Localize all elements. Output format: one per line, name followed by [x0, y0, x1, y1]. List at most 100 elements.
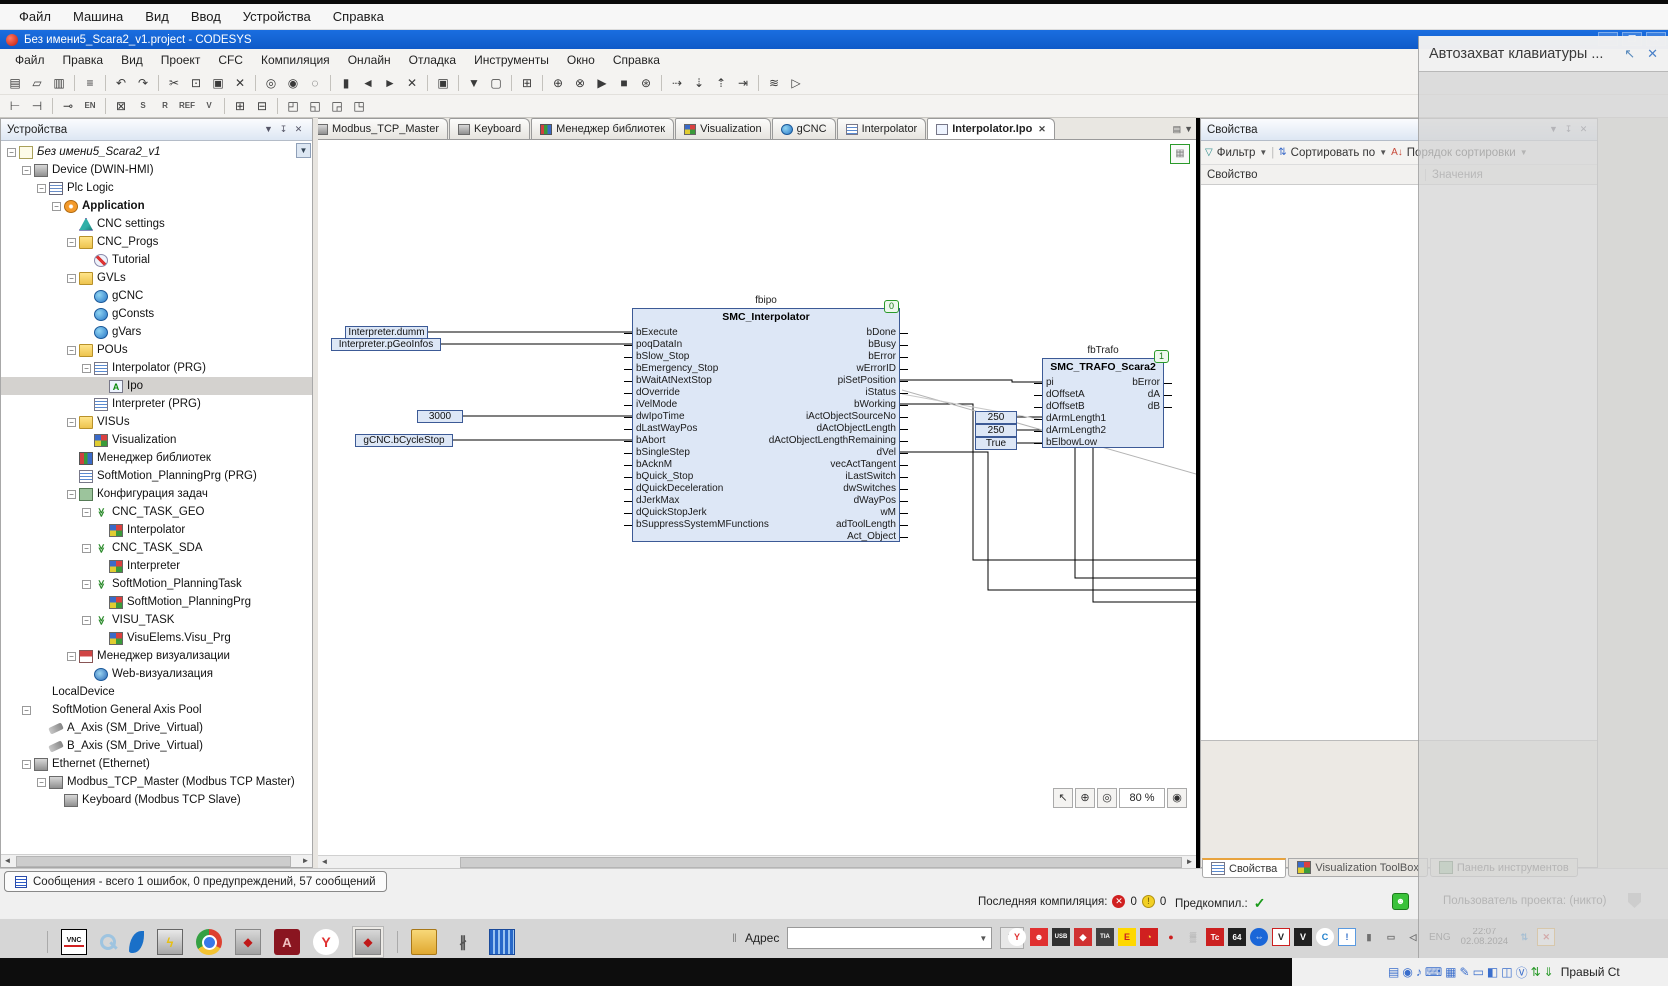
source-box-3000[interactable]: 3000 [417, 410, 463, 423]
vm-menu-1[interactable]: Машина [72, 9, 124, 24]
replace-icon[interactable]: ◉ [287, 75, 299, 90]
tree-item-interpolator[interactable]: Interpolator [1, 521, 312, 539]
chrome-icon[interactable] [196, 929, 222, 955]
vm-menu-3[interactable]: Ввод [190, 9, 221, 24]
zoom-fit-icon[interactable]: ◉ [1167, 788, 1187, 808]
tree-item-visus[interactable]: −VISUs [1, 413, 312, 431]
copy-icon[interactable]: ⊡ [190, 75, 202, 90]
e-tray-icon[interactable]: E [1118, 928, 1136, 946]
start-icon[interactable] [8, 929, 34, 955]
vm-menu-2[interactable]: Вид [145, 9, 169, 24]
devices-dropdown-icon[interactable]: ▼ [264, 123, 273, 134]
dot-tray-icon[interactable]: ● [1168, 932, 1174, 942]
tia-tray-icon[interactable]: TIA [1096, 928, 1114, 946]
tree-item-plc-logic[interactable]: −Plc Logic [1, 179, 312, 197]
tree-item--[interactable]: −Конфигурация задач [1, 485, 312, 503]
scroll-thumb[interactable] [460, 857, 1182, 868]
step-into-icon[interactable]: ⇣ [693, 75, 705, 90]
app-menu-10[interactable]: Справка [612, 53, 660, 67]
expander-icon[interactable]: − [67, 651, 76, 661]
filter-button[interactable]: Фильтр [1216, 146, 1256, 159]
notification-close-icon[interactable]: ✕ [1647, 45, 1658, 61]
tree-item-application[interactable]: −Application [1, 197, 312, 215]
windows-icon[interactable]: ◧ [1486, 965, 1499, 979]
run-to-cursor-icon[interactable]: ⇥ [737, 75, 749, 90]
editor-hscrollbar[interactable]: ◄ ► [318, 855, 1196, 868]
cfc-remove-pin-icon[interactable]: ⊟ [256, 99, 268, 113]
battery-tray-icon[interactable]: ▮ [1366, 931, 1372, 942]
tree-item-cnc-settings[interactable]: CNC settings [1, 215, 312, 233]
autocad-icon[interactable]: A [274, 929, 300, 955]
yandex-browser-icon[interactable]: Y [313, 929, 339, 955]
bookmark-prev-icon[interactable]: ◄ [362, 75, 374, 90]
device-root-dropdown[interactable]: ▼ [296, 143, 311, 158]
flow-control-icon[interactable]: ≋ [768, 75, 780, 90]
open-project-icon[interactable]: ▱ [32, 75, 42, 90]
cfc-order-back-icon[interactable]: ◱ [309, 99, 321, 113]
tree-item-visualization[interactable]: Visualization [1, 431, 312, 449]
generate-code-icon[interactable]: ▢ [490, 75, 502, 90]
property-column-header[interactable]: Свойство [1207, 168, 1258, 181]
hdd-icon[interactable]: ▤ [1388, 965, 1400, 979]
sort-by-button[interactable]: Сортировать по [1290, 146, 1376, 159]
timer-tray-icon[interactable]: ◔ [1140, 928, 1158, 946]
bookmark-clear-icon[interactable]: ✕ [406, 75, 418, 90]
bookmark-next-icon[interactable]: ► [384, 75, 396, 90]
print-icon[interactable]: ≡ [86, 75, 94, 90]
tree-item-softmotion-general-axis-pool[interactable]: −SoftMotion General Axis Pool [1, 701, 312, 719]
expander-icon[interactable]: − [67, 417, 76, 427]
diamond-tray-icon[interactable]: ◆ [1074, 928, 1092, 946]
robot-tray-icon[interactable]: ☻ [1030, 928, 1048, 946]
app-menu-5[interactable]: Компиляция [260, 53, 330, 67]
tab-modbus-tcp-master[interactable]: Modbus_TCP_Master [318, 118, 448, 139]
tree-item-b-axis-sm-drive-virtual-[interactable]: B_Axis (SM_Drive_Virtual) [1, 737, 312, 755]
vnc-icon[interactable]: VNC [61, 929, 87, 955]
scroll-left-icon[interactable]: ◄ [3, 856, 12, 865]
zoom-tool-icon[interactable]: ◎ [1097, 788, 1117, 808]
cfc-add-pin-icon[interactable]: ⊞ [234, 99, 246, 113]
tree-item-keyboard-modbus-tcp-slave-[interactable]: Keyboard (Modbus TCP Slave) [1, 791, 312, 809]
tab-gcnc[interactable]: gCNC [771, 118, 836, 139]
const-box-elbowlow[interactable]: True [975, 437, 1017, 450]
search-icon[interactable] [100, 934, 116, 950]
tree-item-ethernet-ethernet-[interactable]: −Ethernet (Ethernet) [1, 755, 312, 773]
expander-icon[interactable]: − [22, 759, 31, 769]
tab-dropdown-icon[interactable]: ▼ [1184, 124, 1193, 134]
tools-icon[interactable]: ⊛ [640, 75, 652, 90]
devices-close-icon[interactable]: ✕ [294, 123, 303, 134]
undo-icon[interactable]: ↶ [115, 75, 127, 90]
step-out-icon[interactable]: ⇡ [715, 75, 727, 90]
paste-icon[interactable]: ▣ [212, 75, 224, 90]
vblack-tray-icon[interactable]: V [1294, 928, 1312, 946]
find-all-icon[interactable]: ◌ [311, 75, 319, 90]
tree-item-gcnc[interactable]: gCNC [1, 287, 312, 305]
tab-interpolator[interactable]: Interpolator [836, 118, 927, 139]
tree-item--5-scara2-v1[interactable]: −Без имени5_Scara2_v1 [1, 143, 312, 161]
app-menu-8[interactable]: Инструменты [474, 53, 549, 67]
cfc-order-up-icon[interactable]: ◲ [331, 99, 343, 113]
chevron-down-icon[interactable]: ▼ [1259, 148, 1268, 157]
tree-item-web-[interactable]: Web-визуализация [1, 665, 312, 683]
expander-icon[interactable]: − [67, 345, 76, 355]
panel-splitter[interactable] [313, 118, 318, 868]
expander-icon[interactable]: − [67, 273, 76, 283]
cut-icon[interactable]: ✂ [168, 75, 180, 90]
tree-item-cnc-progs[interactable]: −CNC_Progs [1, 233, 312, 251]
cfc-reset-icon[interactable]: R [162, 101, 168, 110]
app-menu-1[interactable]: Правка [62, 53, 104, 67]
usb-tray-icon[interactable]: USB [1052, 928, 1070, 946]
tree-item-interpreter[interactable]: Interpreter [1, 557, 312, 575]
find-icon[interactable]: ◎ [265, 75, 277, 90]
usb-icon[interactable]: ⌨ [1424, 965, 1443, 979]
clipboard-icon[interactable]: ✎ [1459, 965, 1470, 979]
start-icon[interactable]: ▶ [597, 75, 607, 90]
devices-pin-icon[interactable]: ↧ [279, 123, 288, 134]
cfc-set-icon[interactable]: S [140, 101, 146, 110]
download-icon[interactable]: ⇓ [1543, 965, 1554, 979]
tree-item-interpolator-prg-[interactable]: −Interpolator (PRG) [1, 359, 312, 377]
tab-keyboard[interactable]: Keyboard [449, 118, 531, 139]
tree-item-tutorial[interactable]: Tutorial [1, 251, 312, 269]
